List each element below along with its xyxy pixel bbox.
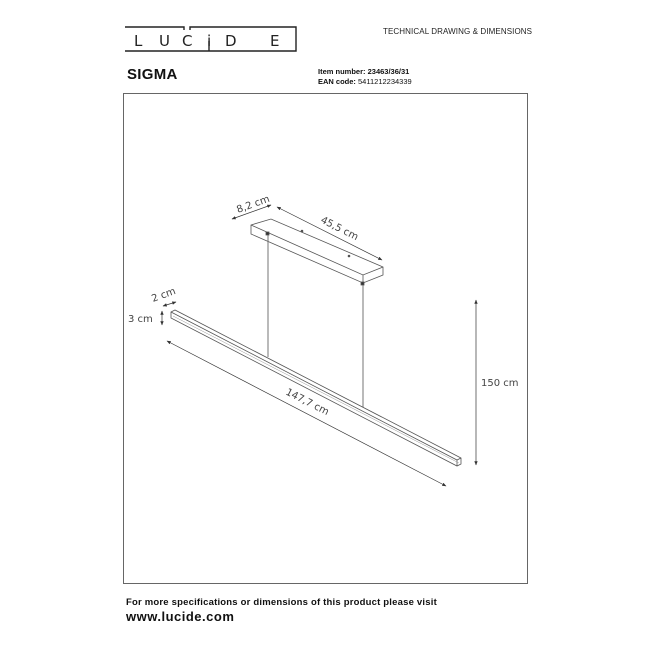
logo-letter: L: [134, 32, 143, 50]
product-meta: Item number: 23463/36/31 EAN code: 54112…: [318, 67, 412, 87]
item-number-label: Item number:: [318, 67, 366, 76]
dimension-total-height: 150 cm: [474, 299, 519, 466]
dimension-canopy-depth: 8,2 cm: [231, 194, 272, 220]
svg-text:147,7 cm: 147,7 cm: [284, 387, 331, 418]
dimension-bar-width: 2 cm: [150, 286, 177, 307]
logo-letter: E: [270, 32, 279, 50]
ceiling-canopy: [250, 218, 384, 286]
svg-text:45,5 cm: 45,5 cm: [319, 215, 360, 243]
svg-text:2 cm: 2 cm: [150, 286, 177, 305]
lucide-logo: L U C i D E: [125, 26, 297, 52]
item-number-row: Item number: 23463/36/31: [318, 67, 412, 77]
website-link[interactable]: www.lucide.com: [126, 609, 235, 624]
document-type: TECHNICAL DRAWING & DIMENSIONS: [383, 27, 533, 36]
ean-value: 5411212234339: [358, 77, 412, 86]
logo-letter: U: [159, 32, 170, 50]
logo-letter: D: [225, 32, 237, 50]
light-bar: [170, 309, 462, 467]
dimension-bar-height: 3 cm: [128, 310, 164, 326]
svg-text:3 cm: 3 cm: [128, 314, 153, 325]
suspension-cables: [267, 235, 364, 407]
logo-letter: i: [207, 32, 211, 50]
footer-note: For more specifications or dimensions of…: [126, 597, 437, 608]
ean-label: EAN code:: [318, 77, 356, 86]
svg-text:8,2 cm: 8,2 cm: [235, 194, 271, 216]
logo-letter: C: [182, 32, 192, 50]
ean-row: EAN code: 5411212234339: [318, 77, 412, 87]
drawing-frame: [123, 93, 528, 584]
svg-text:150 cm: 150 cm: [481, 378, 519, 389]
item-number-value: 23463/36/31: [367, 67, 410, 76]
product-name: SIGMA: [127, 66, 178, 83]
dimension-bar-length: 147,7 cm: [166, 340, 447, 487]
